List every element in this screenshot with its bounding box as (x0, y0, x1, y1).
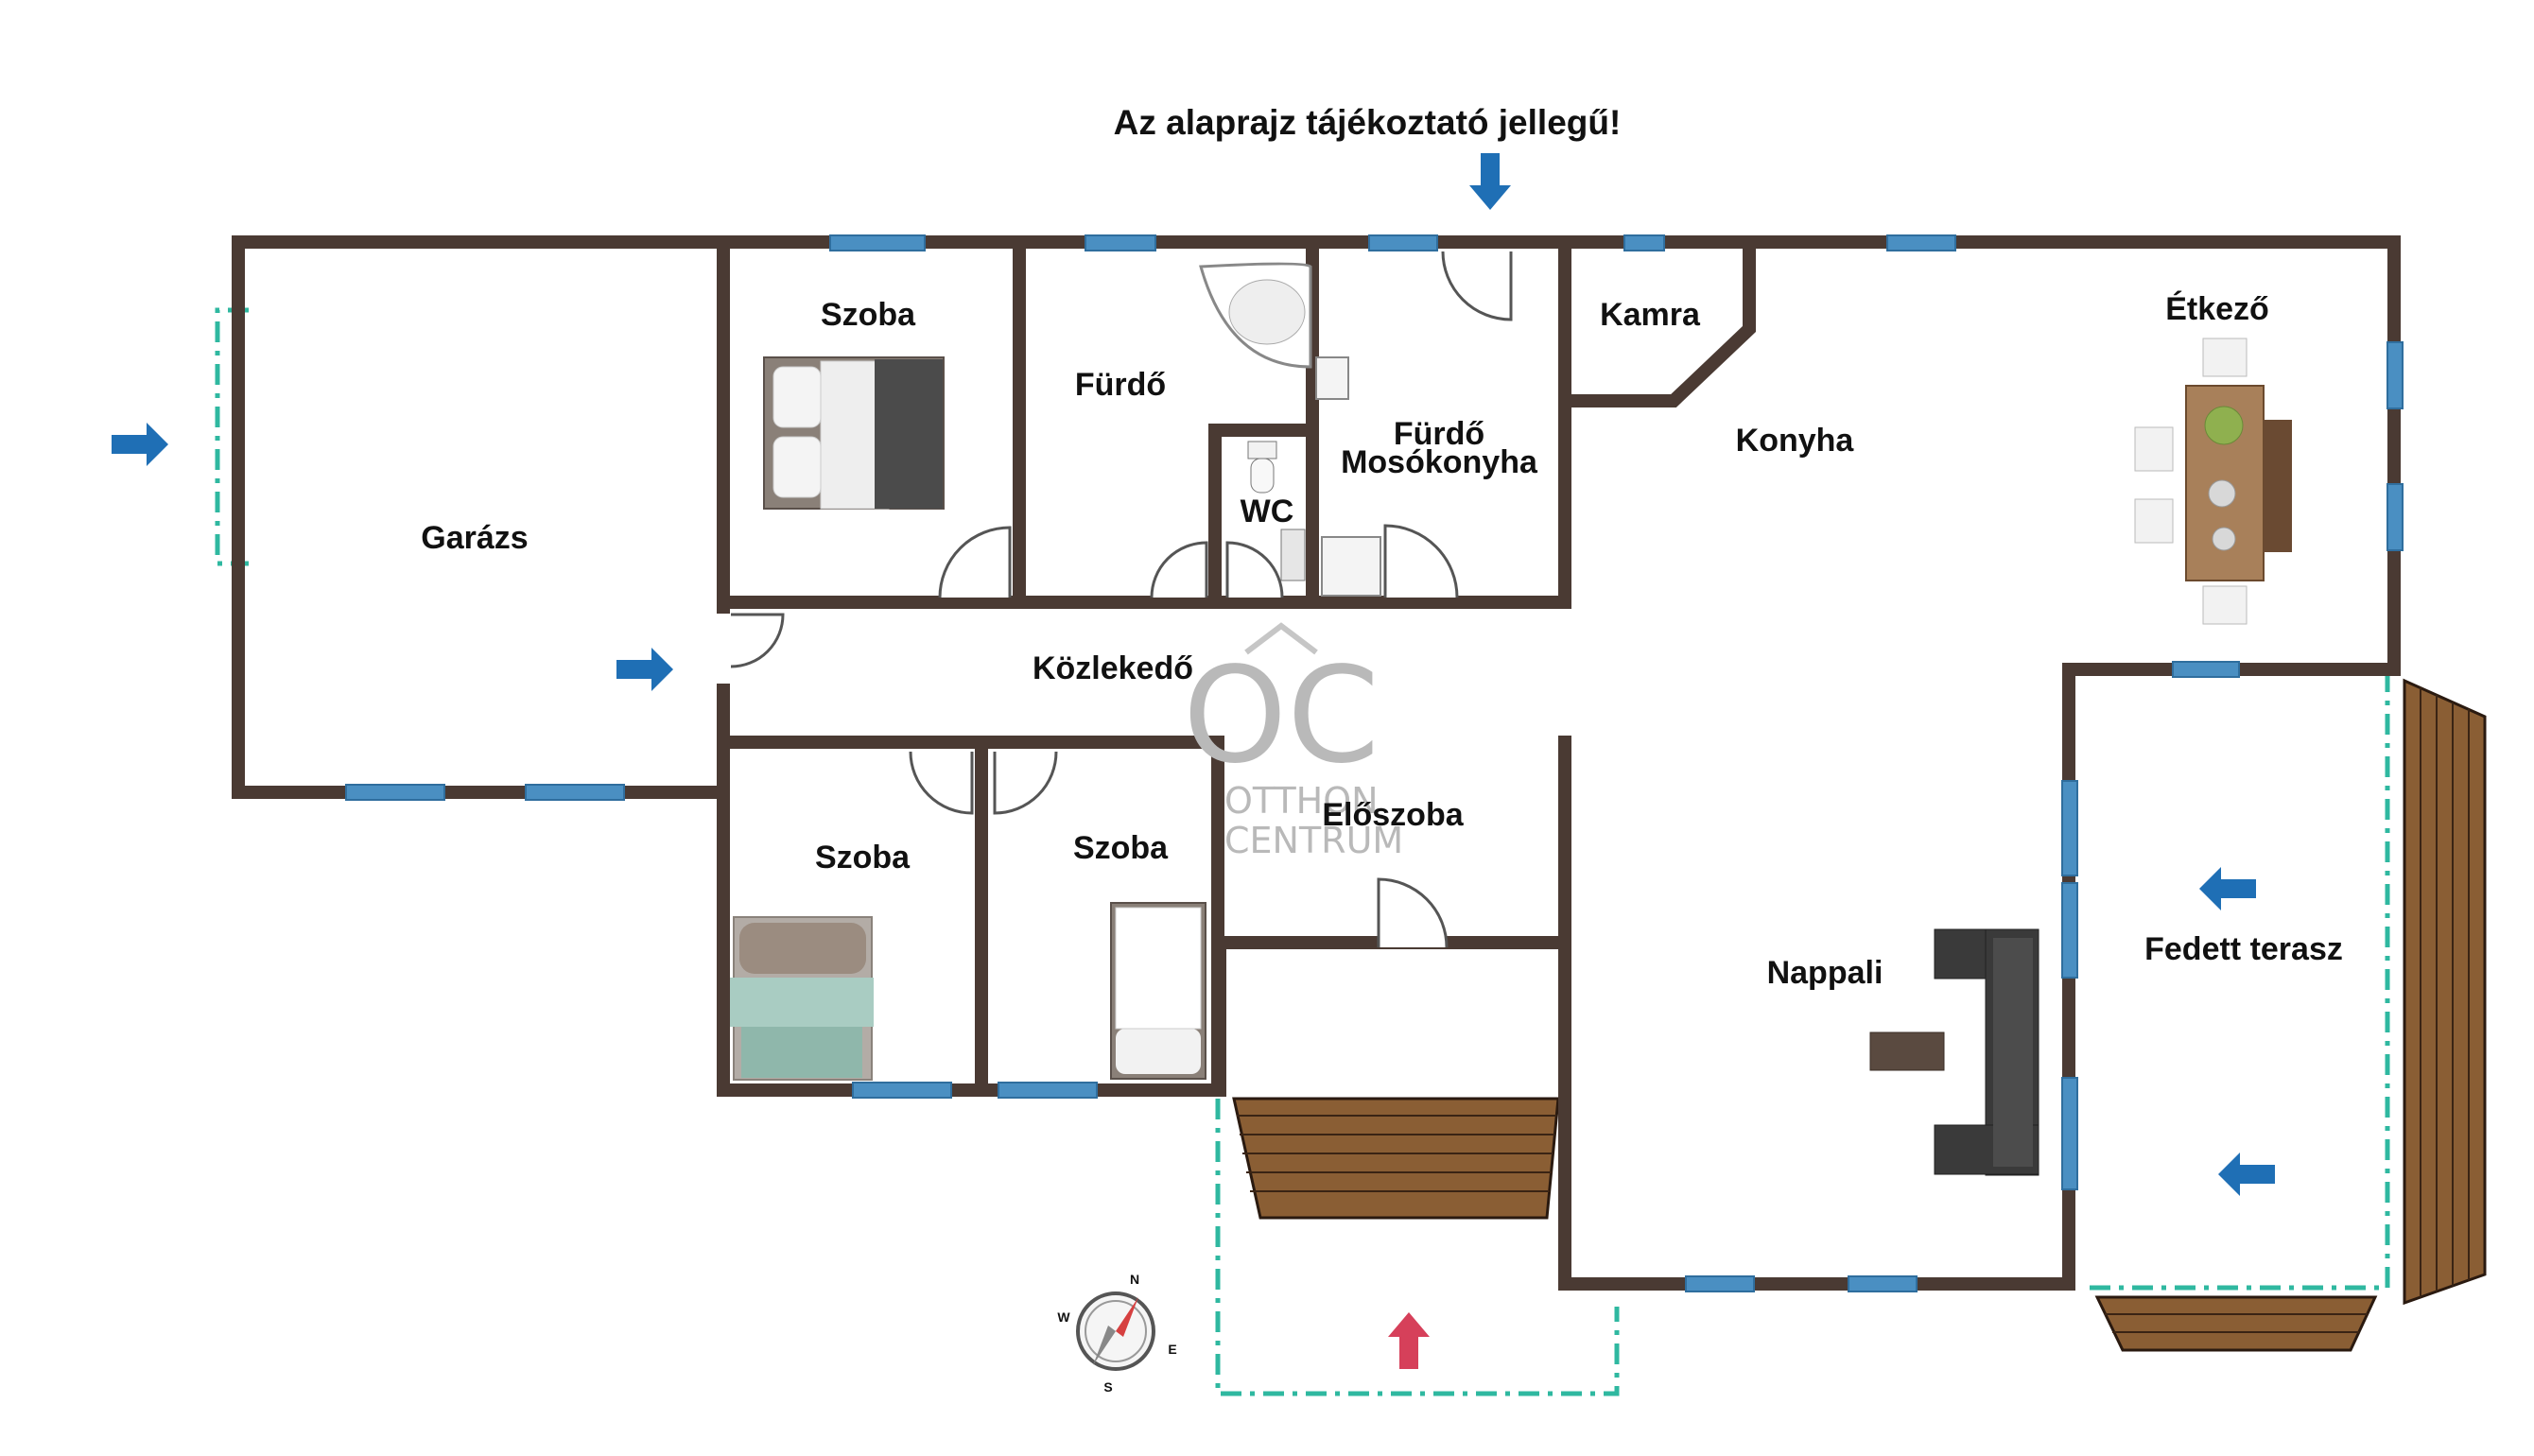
walls (232, 235, 2401, 1291)
entry-arrow-icon (2199, 867, 2256, 910)
room-label-etkezo: Étkező (2165, 291, 2269, 327)
compass-e: E (1168, 1342, 1176, 1357)
bathtub (1199, 262, 1312, 369)
entry-arrow-icon (1469, 153, 1511, 210)
bed-szoba-nw (763, 356, 945, 510)
compass-s: S (1103, 1379, 1112, 1395)
entry-arrow-icon (2218, 1153, 2275, 1196)
room-label-furdo-moso-1: Fürdő (1394, 416, 1484, 452)
room-label-eloszoba: Előszoba (1322, 797, 1464, 833)
entry-arrows (112, 153, 2275, 1369)
room-label-konyha: Konyha (1736, 423, 1855, 459)
compass-w: W (1057, 1309, 1070, 1325)
shower-tray (1321, 536, 1381, 597)
door-eloszoba (1377, 877, 1449, 948)
watermark-line1: OTTHON (1224, 780, 1379, 822)
decks (1232, 678, 2487, 1352)
door-wc (1225, 541, 1284, 598)
plan-notice: Az alaprajz tájékoztató jellegű! (1114, 103, 1622, 142)
door-furdo-north (1441, 251, 1513, 321)
terrace-boundary (2090, 671, 2390, 1291)
dining-set (2134, 338, 2292, 625)
room-label-szoba-s: Szoba (1073, 830, 1169, 866)
door-furdo (1150, 541, 1208, 598)
room-labels: Garázs Szoba Fürdő WC Fürdő Mosókonyha K… (421, 291, 2343, 991)
washer-wc (1280, 529, 1306, 581)
entry-arrow-icon (616, 648, 673, 691)
sink-furdo (1315, 356, 1349, 400)
compass-n: N (1130, 1272, 1139, 1287)
entry-arrow-icon (112, 423, 168, 466)
furniture (730, 262, 2292, 1176)
room-label-kamra: Kamra (1600, 297, 1701, 333)
room-label-garazs: Garázs (421, 520, 528, 556)
room-label-wc: WC (1241, 494, 1294, 529)
door-garazs (730, 613, 785, 668)
entrance-deck (1232, 1097, 1560, 1220)
compass-needle-icon (1116, 1297, 1138, 1337)
room-label-szoba-sw: Szoba (815, 840, 911, 875)
room-label-nappali: Nappali (1767, 955, 1883, 991)
room-label-fedett-terasz: Fedett terasz (2144, 931, 2343, 967)
watermark: OC OTTHON CENTRUM (1183, 622, 1403, 861)
door-szoba-sw (909, 751, 974, 815)
terrace-side-deck (2403, 678, 2487, 1306)
room-label-furdo: Fürdő (1075, 367, 1166, 403)
watermark-monogram: OC (1183, 639, 1380, 793)
front-yard-boundary (1215, 1099, 1620, 1396)
room-label-kozlekedo: Közlekedő (1033, 650, 1193, 686)
door-mosokonyha (1383, 524, 1459, 598)
sofa-nappali (1934, 928, 2039, 1176)
bed-szoba-s (1110, 902, 1206, 1080)
room-label-szoba-nw: Szoba (821, 297, 916, 333)
compass: N E S W (1057, 1272, 1176, 1395)
door-szoba-s (993, 751, 1058, 815)
coffee-table (1869, 1031, 1945, 1071)
room-label-furdo-moso-2: Mosókonyha (1341, 444, 1538, 480)
windows (345, 234, 2404, 1292)
bed-szoba-sw (730, 916, 874, 1081)
terrace-front-deck (2094, 1295, 2378, 1352)
doors (730, 251, 1513, 948)
main-entry-arrow-icon (1388, 1312, 1430, 1369)
door-szoba-nw (938, 526, 1012, 598)
toilet-wc (1247, 441, 1277, 494)
watermark-line2: CENTRUM (1224, 820, 1403, 861)
